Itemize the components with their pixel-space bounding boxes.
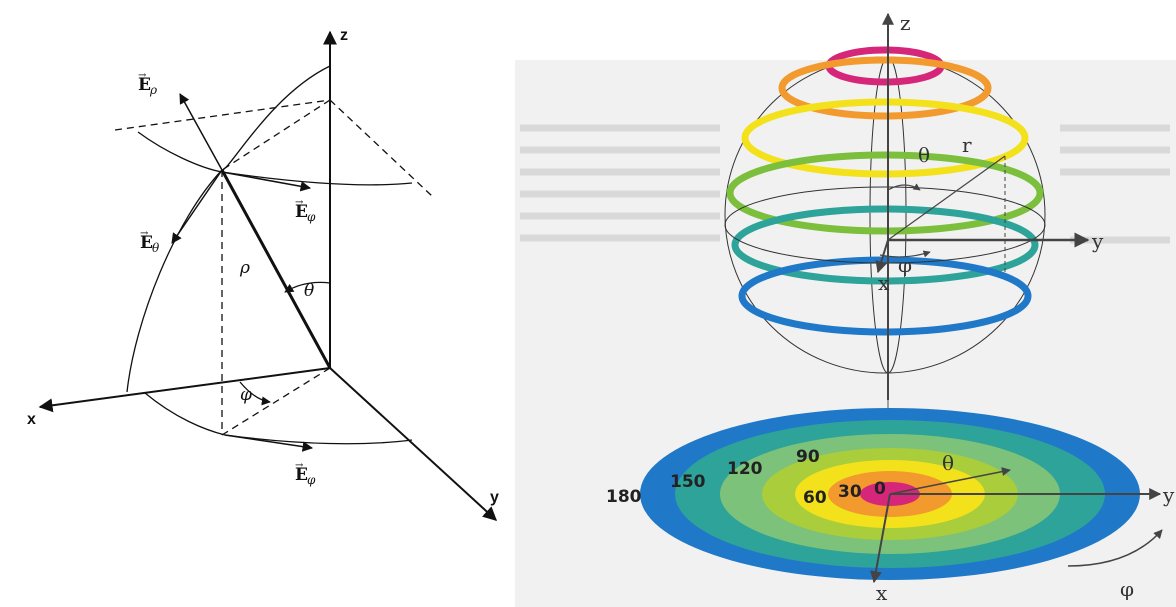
right-z-label: z <box>900 11 911 35</box>
disk-x-axis <box>870 493 891 584</box>
e-theta-label: → E θ <box>140 228 160 255</box>
rho-vector-line <box>220 169 332 369</box>
disk-theta-arrow <box>889 467 1011 495</box>
svg-text:E: E <box>295 202 308 222</box>
svg-text:θ: θ <box>152 241 160 255</box>
phi-angle-arc <box>239 381 271 406</box>
rho-label: ρ <box>239 258 250 278</box>
disk-phi-label: φ <box>1120 577 1134 601</box>
phi-sphere-label: φ <box>898 253 912 277</box>
e-phi-bottom-arrow <box>224 434 314 452</box>
ring-yellow <box>741 98 1029 178</box>
theta-sphere-label: θ <box>918 143 930 167</box>
ring-teal <box>731 205 1039 285</box>
svg-text:E: E <box>138 75 151 95</box>
right-y-label: y <box>1091 229 1104 253</box>
left-spherical-diagram: z x y ρ θ φ → E ρ → E θ → E φ → E φ <box>27 27 499 521</box>
svg-text:E: E <box>295 465 308 485</box>
left-x-axis <box>38 367 331 413</box>
svg-text:φ: φ <box>307 473 316 487</box>
svg-text:→: → <box>138 70 147 81</box>
ring-value-labels: 180 150 120 90 60 30 0 <box>606 447 886 508</box>
left-y-label: y <box>490 489 499 506</box>
e-phi-top-arrow <box>221 171 312 192</box>
right-sphere-diagram: z y x r θ φ θ y x φ 180 150 120 <box>515 11 1176 607</box>
ring-green <box>726 151 1044 235</box>
svg-text:φ: φ <box>307 210 316 224</box>
theta-small-arc <box>887 183 921 191</box>
disk-x-label: x <box>876 581 888 605</box>
latitude-rings <box>726 46 1044 336</box>
svg-text:→: → <box>295 460 304 471</box>
right-x-top-label: x <box>878 271 890 295</box>
e-phi-top-label: → E φ <box>295 197 316 224</box>
ring-label-150: 150 <box>670 472 706 492</box>
ring-label-90: 90 <box>796 447 820 467</box>
svg-text:E: E <box>140 233 153 253</box>
theta-label: θ <box>304 281 314 301</box>
r-label: r <box>962 133 972 157</box>
left-x-label: x <box>27 411 36 428</box>
r-vector <box>887 155 1006 241</box>
phi-small-arc <box>879 250 931 258</box>
ring-label-120: 120 <box>727 459 763 479</box>
dashed-construction-lines <box>114 99 433 436</box>
e-theta-arrow <box>171 169 223 244</box>
e-rho-label: → E ρ <box>138 70 157 97</box>
svg-text:ρ: ρ <box>149 83 157 97</box>
disk-theta-label: θ <box>942 451 954 475</box>
svg-text:→: → <box>295 197 304 208</box>
disk-y-label: y <box>1162 483 1175 507</box>
left-y-axis <box>329 367 498 521</box>
ring-orange <box>778 56 992 120</box>
disk-phi-arc <box>1067 529 1163 567</box>
e-phi-bottom-label: → E φ <box>295 460 316 487</box>
left-z-label: z <box>340 27 348 44</box>
phi-label: φ <box>240 385 252 405</box>
projected-disk <box>640 408 1140 580</box>
ring-label-60: 60 <box>803 488 827 508</box>
theta-angle-arc <box>284 281 331 293</box>
ring-label-180: 180 <box>606 487 642 507</box>
ring-label-30: 30 <box>838 482 862 502</box>
ring-label-0: 0 <box>874 479 886 499</box>
e-rho-arrow <box>179 93 223 171</box>
svg-text:→: → <box>140 228 149 239</box>
